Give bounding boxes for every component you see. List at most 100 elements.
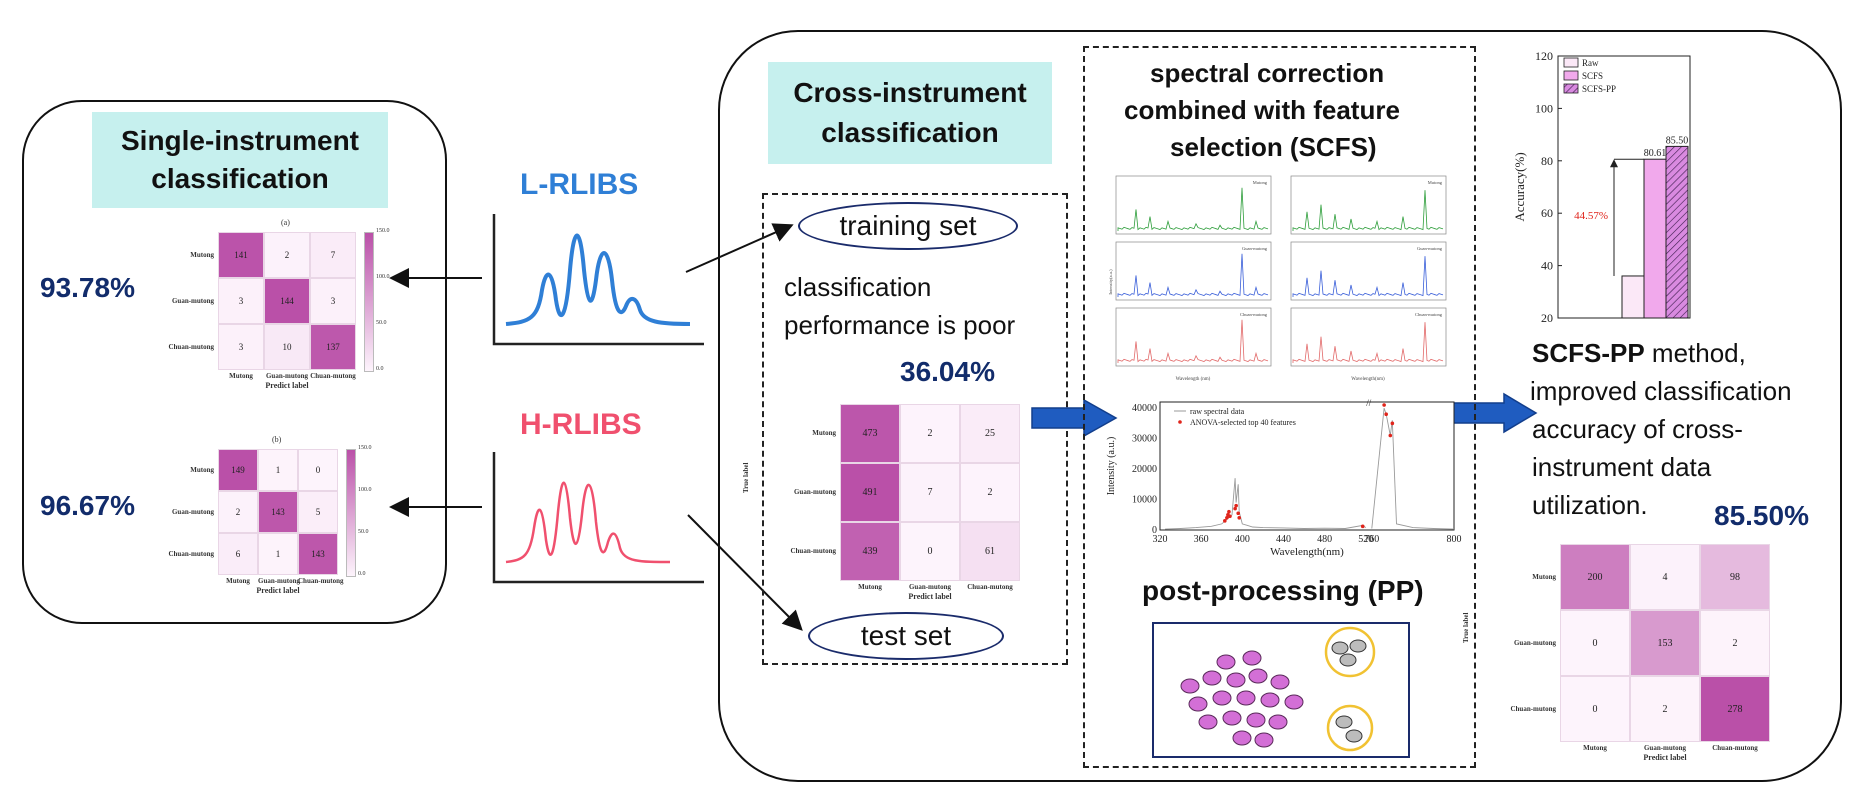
legend-label: Raw (1582, 58, 1599, 68)
accuracy-bar (1643, 158, 1667, 319)
cross-instrument-title-text: Cross-instrument classification (793, 77, 1027, 148)
matrix-cell: 7 (900, 463, 960, 522)
colorbar-tick: 150.0 (376, 228, 390, 234)
matrix-row-label: Chuan-mutong (790, 547, 836, 555)
matrix-cell: 1 (258, 449, 298, 491)
single-accuracy-a: 93.78% (40, 272, 135, 303)
matrix-row-label: Mutong (190, 250, 214, 259)
spectrum-line (1117, 253, 1269, 297)
matrix-cell: 473 (840, 404, 900, 463)
selected-feature-point (1227, 509, 1231, 514)
matrix-row-label: Chuan-mutong (168, 342, 214, 351)
matrix-caption: (a) (281, 218, 290, 227)
matrix-ylabel: True label (1462, 612, 1470, 643)
selected-feature-point (1233, 506, 1237, 511)
matrix-cell: 5 (298, 491, 338, 533)
h-rlibs-spectrum (492, 452, 704, 584)
spectrum-line (1292, 190, 1444, 231)
matrix-col-label: Chuan-mutong (967, 583, 1013, 591)
spectrum-panel (1115, 175, 1272, 235)
y-tick-label: 120 (1535, 49, 1553, 63)
matrix-cell: 439 (840, 522, 900, 581)
scfs-title-line3: selection (SCFS) (1170, 132, 1377, 162)
cross-instrument-panel (718, 30, 1842, 782)
matrix-cell: 153 (1630, 610, 1700, 676)
legend-selected-swatch (1178, 420, 1182, 424)
matrix-cell: 2 (960, 463, 1020, 522)
spectrum-legend: Mutong (1428, 180, 1443, 185)
cross-instrument-title: Cross-instrument classification (768, 62, 1052, 164)
training-set-ellipse: training set (798, 202, 1018, 250)
legend-swatch (1563, 57, 1579, 68)
matrix-cell: 2 (1700, 610, 1770, 676)
result-line1: SCFS-PP method, (1532, 338, 1746, 369)
y-tick-label: 20000 (1132, 464, 1157, 475)
spectrum-panel (1115, 307, 1272, 367)
flow-arrow-2 (1451, 392, 1538, 434)
result-line4: instrument data (1532, 452, 1712, 482)
bar-ylabel: Accuracy(%) (1512, 152, 1527, 221)
grey-cluster-bottom (1326, 704, 1374, 752)
matrix-cell: 2 (900, 404, 960, 463)
matrix-cell: 2 (264, 232, 310, 278)
y-tick-label: 30000 (1132, 434, 1157, 445)
spectrum-panel (1290, 307, 1447, 367)
matrix-col-label: Mutong (229, 372, 253, 380)
test-set-ellipse: test set (808, 612, 1004, 660)
spectra-xlabel-left: Wavelength (nm) (1176, 377, 1211, 382)
legend-swatch (1563, 83, 1579, 94)
matrix-cell: 143 (298, 533, 338, 575)
result-line2: improved classification (1530, 376, 1792, 406)
y-tick-label: 10000 (1132, 495, 1157, 506)
matrix-cell: 1 (258, 533, 298, 575)
accuracy-bar (1621, 275, 1645, 319)
matrix-cell: 7 (310, 232, 356, 278)
colorbar-tick: 50.0 (358, 529, 369, 535)
x-tick-label: 760 (1364, 534, 1379, 545)
matrix-col-label: Mutong (1583, 744, 1607, 752)
post-processing-illustration (1152, 622, 1410, 758)
matrix-row-label: Chuan-mutong (168, 549, 214, 558)
matrix-cell: 3 (310, 278, 356, 324)
matrix-row-label: Mutong (1532, 572, 1556, 581)
matrix-row-label: Guan-mutong (171, 507, 214, 516)
selected-feature-point (1382, 403, 1386, 407)
matrix-col-label: Chuan-mutong (310, 372, 356, 380)
matrix-cell: 98 (1700, 544, 1770, 610)
legend-swatch (1563, 70, 1579, 81)
colorbar-tick: 0.0 (376, 366, 384, 372)
spectrum-line (1117, 319, 1269, 363)
scfs-title-line2: combined with feature (1124, 95, 1400, 125)
matrix-cell: 6 (218, 533, 258, 575)
axis-break-mark: // (1366, 398, 1372, 408)
matrix-cell: 61 (960, 522, 1020, 581)
bar-data-label: 80.61 (1644, 148, 1667, 159)
matrix-cell: 10 (264, 324, 310, 370)
legend-label: SCFS-PP (1582, 84, 1616, 94)
matrix-row-label: Mutong (190, 465, 214, 474)
spectrum-panel (1115, 241, 1272, 301)
selected-feature-point (1388, 433, 1393, 438)
y-tick-label: 40000 (1132, 403, 1157, 414)
spectrum-legend: Chuan-mutong (1240, 312, 1268, 317)
matrix-cell: 149 (218, 449, 258, 491)
matrix-row-label: Guan-mutong (171, 296, 214, 305)
matrix-cell: 141 (218, 232, 264, 278)
matrix-col-label: Guan-mutong (258, 577, 301, 585)
selected-feature-point (1384, 412, 1388, 416)
matrix-colorbar (364, 232, 374, 372)
matrix-cell: 0 (1560, 676, 1630, 742)
matrix-cell: 0 (1560, 610, 1630, 676)
selected-feature-point (1228, 514, 1232, 519)
spectrum-panel (1290, 241, 1447, 301)
matrix-cell: 137 (310, 324, 356, 370)
bar-data-label: 85.50 (1666, 135, 1689, 146)
spectrum-legend: Mutong (1253, 180, 1268, 185)
y-tick-label: 40 (1541, 259, 1553, 273)
matrix-xlabel: Predict label (1643, 753, 1687, 762)
matrix-col-label: Mutong (858, 583, 882, 591)
y-tick-label: 60 (1541, 206, 1553, 220)
matrix-row-label: Guan-mutong (793, 488, 836, 496)
x-tick-label: 480 (1317, 534, 1332, 545)
